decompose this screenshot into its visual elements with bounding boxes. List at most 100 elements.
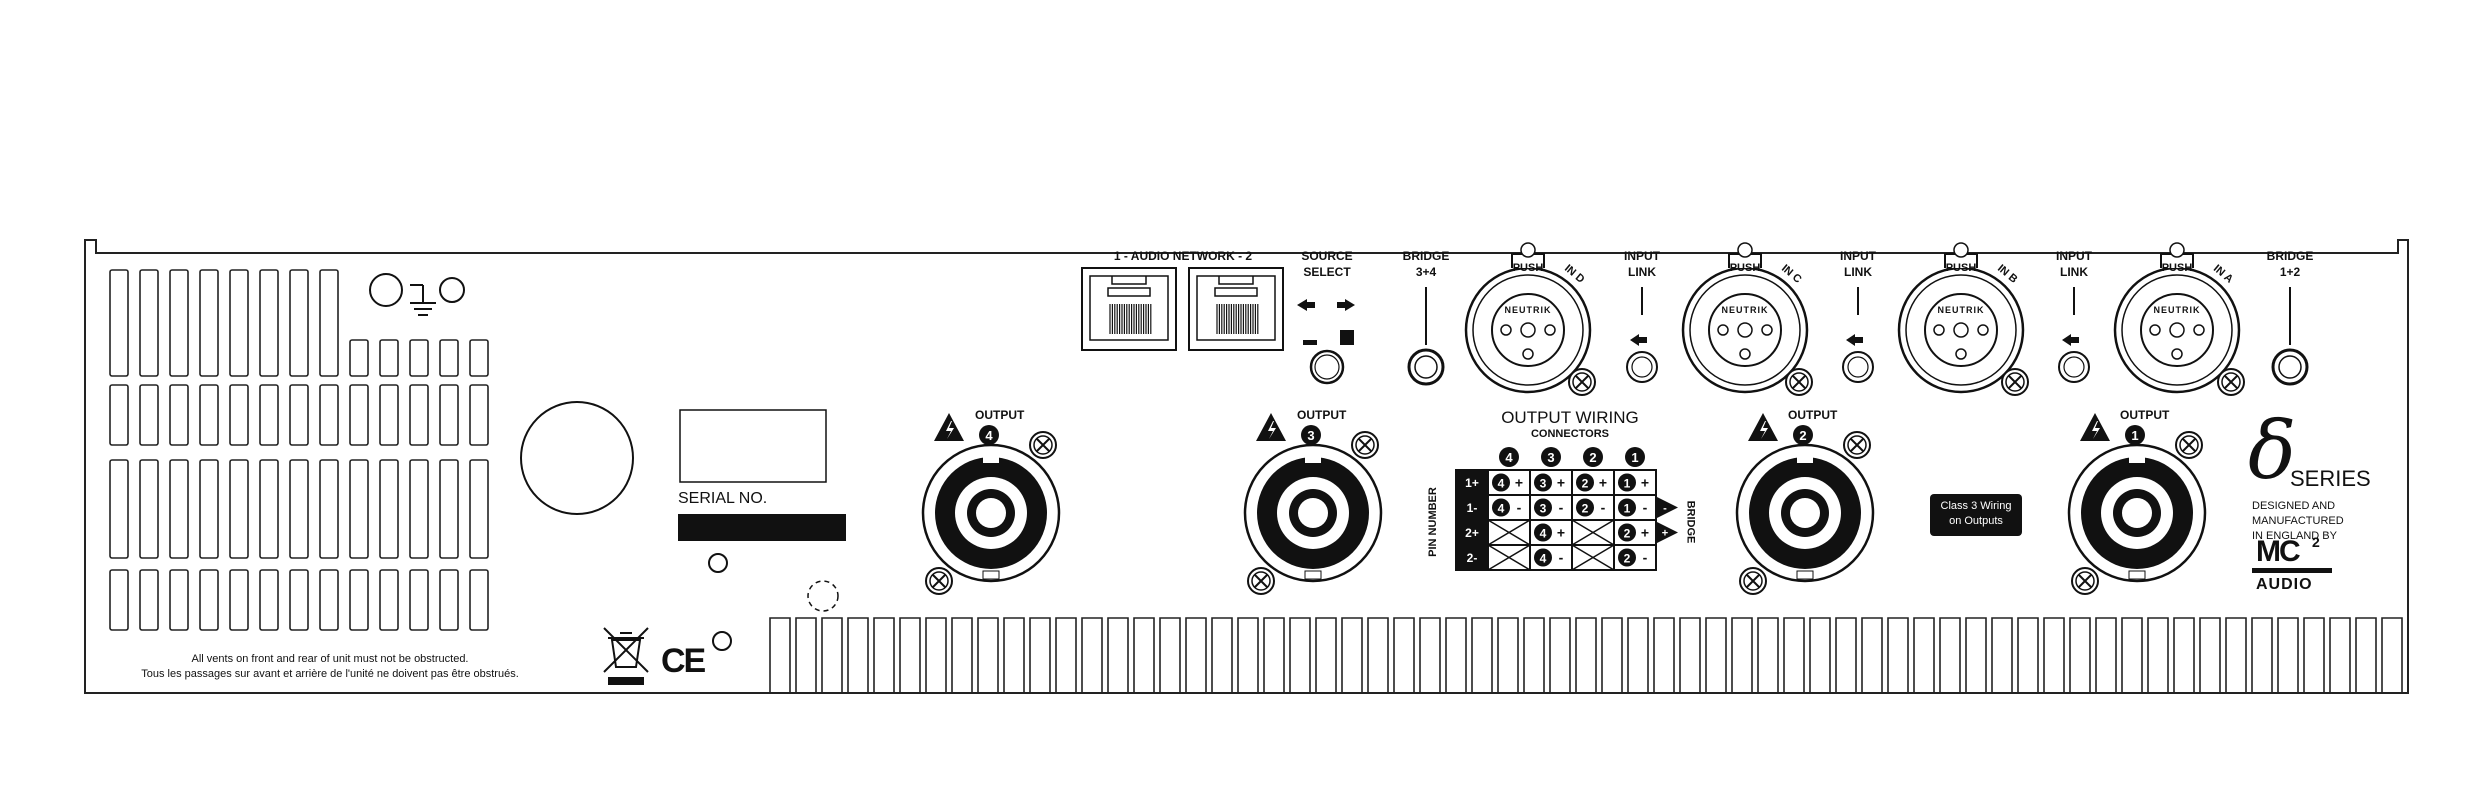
svg-text:4: 4 xyxy=(1498,502,1505,516)
wiring-cell: 2+ xyxy=(1576,473,1607,492)
chassis-outline xyxy=(84,239,2409,694)
output-wiring-subtitle: CONNECTORS xyxy=(1530,428,1610,440)
svg-text:+: + xyxy=(1641,525,1649,541)
svg-text:4: 4 xyxy=(1540,527,1547,541)
svg-text:3: 3 xyxy=(1307,428,1314,443)
xlr-input-d[interactable] xyxy=(1464,242,1596,396)
xlr-input-c[interactable] xyxy=(1681,242,1813,396)
class3-note-box xyxy=(1930,494,2022,536)
xlr-input-a[interactable] xyxy=(2113,242,2245,396)
svg-text:+: + xyxy=(1662,528,1668,540)
bridge-12-switch[interactable] xyxy=(2271,287,2309,386)
connector-badge: 4 xyxy=(1499,447,1519,467)
wiring-cell-empty xyxy=(1487,544,1531,571)
xlr-a-brand: NEUTRIK xyxy=(2153,305,2201,315)
class3-note-line-1: Class 3 Wiring xyxy=(1940,500,2012,512)
ground-icon xyxy=(410,284,436,316)
output-number-badge: 3 xyxy=(1301,425,1321,445)
class3-note-line-2: on Outputs xyxy=(1949,515,2003,527)
wiring-cell: 4- xyxy=(1534,548,1564,567)
network-port-2[interactable] xyxy=(1188,267,1284,351)
wiring-cell: 4+ xyxy=(1534,523,1565,542)
xlr-a-push: PUSH xyxy=(2161,262,2193,274)
svg-text:3: 3 xyxy=(1540,502,1547,516)
warning-shock-icon xyxy=(1256,413,1286,441)
svg-text:2: 2 xyxy=(1589,450,1596,465)
wiring-cell: 2- xyxy=(1618,548,1648,567)
power-inlet-plate xyxy=(520,401,634,515)
input-link-cd-label-1: INPUT xyxy=(1624,249,1660,263)
output-number-badge: 2 xyxy=(1793,425,1813,445)
output-1-label: OUTPUT xyxy=(2120,408,2170,422)
pin-label: 1+ xyxy=(1465,476,1479,490)
weee-bin-icon xyxy=(603,627,649,685)
wiring-cell: 2- xyxy=(1576,498,1606,517)
bridge-34-label-2: 3+4 xyxy=(1415,265,1437,279)
output-2-label: OUTPUT xyxy=(1788,408,1838,422)
designed-line-3: IN ENGLAND BY xyxy=(2252,530,2337,542)
wiring-cell: 1- xyxy=(1618,498,1648,517)
xlr-input-b[interactable] xyxy=(1897,242,2029,396)
output-number-badge: 4 xyxy=(979,425,999,445)
input-link-bc-label-2: LINK xyxy=(1844,265,1872,279)
designed-line-1: DESIGNED AND xyxy=(2252,500,2336,512)
svg-text:2: 2 xyxy=(1624,527,1631,541)
bridge-34-switch[interactable] xyxy=(1407,287,1445,386)
connector-badge: 1 xyxy=(1625,447,1645,467)
svg-text:2: 2 xyxy=(1799,428,1806,443)
input-link-ab-switch[interactable] xyxy=(2058,287,2090,383)
vent-warning-en: All vents on front and rear of unit must… xyxy=(191,653,469,665)
xlr-d-push: PUSH xyxy=(1512,262,1544,274)
speakon-output-2[interactable]: 2 xyxy=(1735,413,1875,595)
heatsink-fins xyxy=(769,617,2408,694)
audio-network-label: 1 - AUDIO NETWORK - 2 xyxy=(1113,249,1253,263)
speakon-output-1[interactable]: 1 xyxy=(2067,413,2207,595)
pin-label: 2- xyxy=(1467,551,1478,565)
wiring-cell-empty xyxy=(1571,519,1615,546)
svg-text:4: 4 xyxy=(1498,477,1505,491)
output-3-label: OUTPUT xyxy=(1297,408,1347,422)
vent-slots xyxy=(109,269,489,631)
output-wiring-title: OUTPUT WIRING xyxy=(1501,408,1639,427)
speakon-output-3[interactable]: 3 xyxy=(1243,413,1383,595)
svg-text:2: 2 xyxy=(1624,552,1631,566)
svg-text:+: + xyxy=(1599,475,1607,491)
designed-line-2: MANUFACTURED xyxy=(2252,515,2344,527)
output-4-label: OUTPUT xyxy=(975,408,1025,422)
wiring-cell-empty xyxy=(1571,544,1615,571)
vent-warning-fr: Tous les passages sur avant et arrière d… xyxy=(141,668,519,680)
bridge-label: BRIDGE xyxy=(1684,500,1697,544)
source-select-switch[interactable] xyxy=(1297,299,1355,385)
brand-sup: 2 xyxy=(2312,534,2320,550)
serial-label: SERIAL NO. xyxy=(678,490,768,507)
network-port-1[interactable] xyxy=(1081,267,1177,351)
svg-text:+: + xyxy=(1557,475,1565,491)
xlr-b-brand: NEUTRIK xyxy=(1937,305,1985,315)
connector-badge: 3 xyxy=(1541,447,1561,467)
bridge-arrow: + xyxy=(1656,521,1678,544)
bridge-12-label-1: BRIDGE xyxy=(2266,249,2314,263)
pin-number-label: PIN NUMBER xyxy=(1426,487,1439,557)
pin-label: 2+ xyxy=(1465,526,1479,540)
input-link-ab-label-1: INPUT xyxy=(2056,249,2092,263)
wiring-cell: 3- xyxy=(1534,498,1564,517)
svg-text:4: 4 xyxy=(985,428,993,443)
input-link-ab-label-2: LINK xyxy=(2060,265,2088,279)
wiring-cell-empty xyxy=(1487,519,1531,546)
svg-text:1: 1 xyxy=(1624,502,1631,516)
svg-text:-: - xyxy=(1643,500,1648,516)
speakon-output-4[interactable]: 4 xyxy=(921,413,1061,595)
brand-mc: MC xyxy=(2256,535,2301,568)
input-link-bc-label-1: INPUT xyxy=(1840,249,1876,263)
input-link-bc-switch[interactable] xyxy=(1842,287,1874,383)
svg-text:-: - xyxy=(1663,503,1667,515)
input-link-cd-switch[interactable] xyxy=(1626,287,1658,383)
series-label: SERIES xyxy=(2290,466,2371,491)
svg-text:3: 3 xyxy=(1547,450,1554,465)
svg-text:1: 1 xyxy=(1624,477,1631,491)
svg-text:2: 2 xyxy=(1582,502,1589,516)
wiring-cell: 4- xyxy=(1492,498,1522,517)
ground-terminal xyxy=(369,273,465,316)
